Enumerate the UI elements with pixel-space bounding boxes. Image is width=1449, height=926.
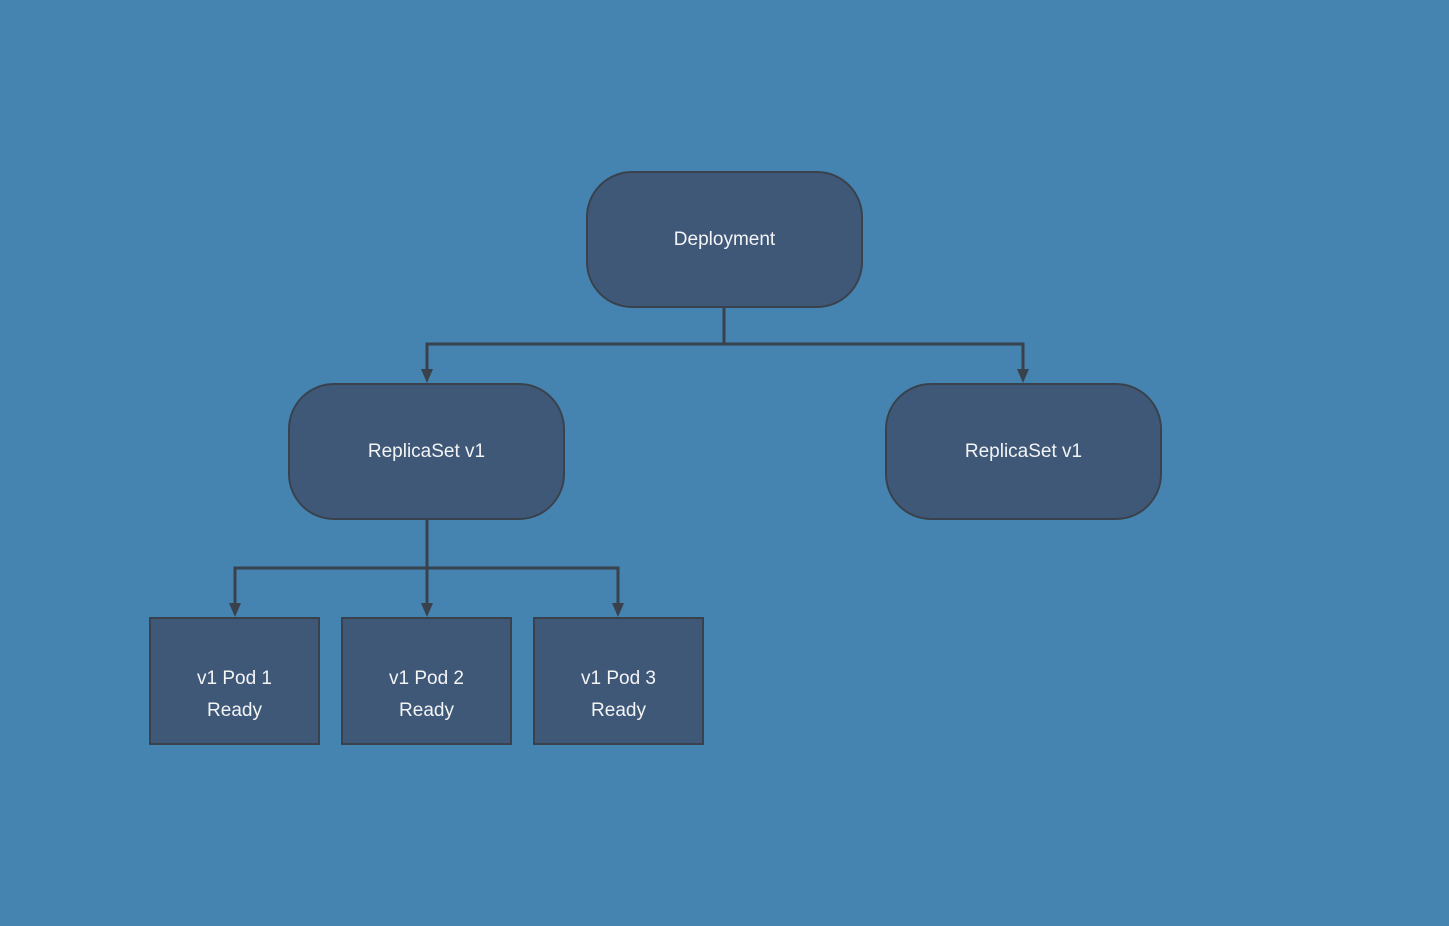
node-replicaset-v1-left: ReplicaSet v1 (288, 383, 565, 520)
pod-1-status: Ready (207, 700, 262, 721)
pod-3-status: Ready (591, 700, 646, 721)
node-replicaset-right-label: ReplicaSet v1 (964, 440, 1083, 462)
node-pod-1: v1 Pod 1 Ready (149, 617, 320, 745)
node-deployment-label: Deployment (673, 228, 776, 250)
edge-deployment-to-replicasets (421, 307, 1029, 383)
pod-1-name: v1 Pod 1 (197, 668, 272, 689)
arrowhead-pod-1 (229, 603, 241, 617)
pod-2-name: v1 Pod 2 (389, 668, 464, 689)
node-replicaset-v1-right: ReplicaSet v1 (885, 383, 1162, 520)
node-replicaset-left-label: ReplicaSet v1 (367, 440, 486, 462)
pod-2-status: Ready (399, 700, 454, 721)
arrowhead-pod-3 (612, 603, 624, 617)
arrowhead-pod-2 (421, 603, 433, 617)
arrowhead-replicaset-right (1017, 369, 1029, 383)
node-pod-2: v1 Pod 2 Ready (341, 617, 512, 745)
edge-replicaset-to-pods (229, 519, 624, 617)
node-deployment: Deployment (586, 171, 863, 308)
pod-3-name: v1 Pod 3 (581, 668, 656, 689)
node-pod-3: v1 Pod 3 Ready (533, 617, 704, 745)
arrowhead-replicaset-left (421, 369, 433, 383)
